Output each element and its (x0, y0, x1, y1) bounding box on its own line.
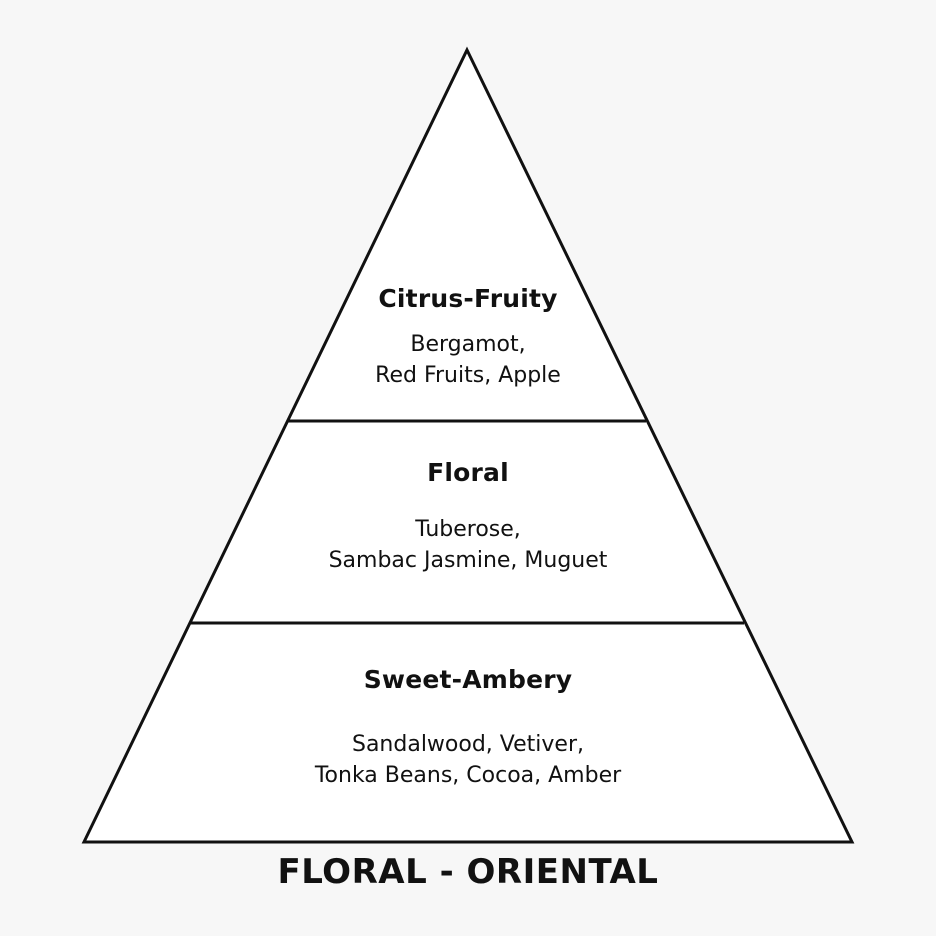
top-tier-note-line: Bergamot, (410, 332, 526, 357)
top-tier-notes: Bergamot, Red Fruits, Apple (0, 329, 936, 391)
middle-tier-note-line: Tuberose, (415, 517, 521, 542)
middle-tier-title: Floral (427, 458, 509, 487)
top-tier-note-line: Red Fruits, Apple (375, 363, 561, 388)
fragrance-family-label: FLORAL - ORIENTAL (277, 852, 659, 892)
top-tier-title: Citrus-Fruity (378, 284, 558, 313)
bottom-tier-notes: Sandalwood, Vetiver, Tonka Beans, Cocoa,… (0, 729, 936, 791)
pyramid-outline (81, 46, 855, 844)
bottom-tier-note-line: Sandalwood, Vetiver, (351, 732, 585, 757)
middle-tier-notes: Tuberose, Sambac Jasmine, Muguet (0, 514, 936, 576)
bottom-tier-title: Sweet-Ambery (363, 665, 573, 694)
bottom-tier-note-line: Tonka Beans, Cocoa, Amber (314, 763, 622, 788)
middle-tier-note-line: Sambac Jasmine, Muguet (328, 548, 608, 573)
